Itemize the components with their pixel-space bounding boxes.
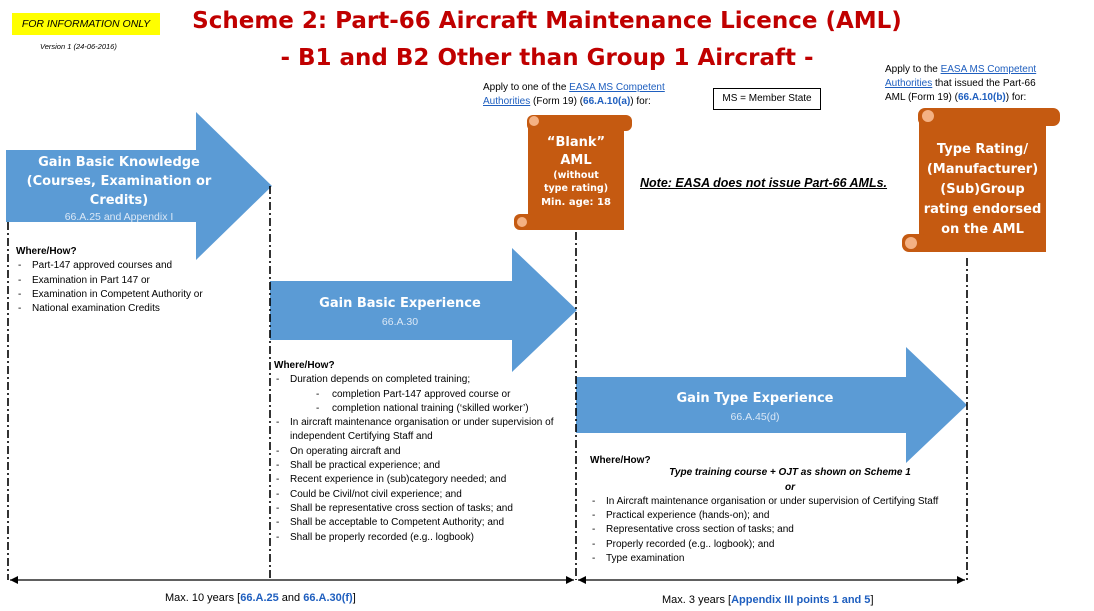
arrow-basic-knowledge <box>6 112 272 260</box>
list-item: In Aircraft maintenance organisation or … <box>590 495 960 510</box>
type-rating-text: Type Rating/ (Manufacturer) (Sub)Group r… <box>923 142 1042 237</box>
page-subtitle: - B1 and B2 Other than Group 1 Aircraft … <box>280 45 814 71</box>
easa-note: Note: EASA does not issue Part-66 AMLs. <box>640 176 888 190</box>
arrow-basic-experience <box>270 248 577 372</box>
arrow-type-experience-label: Gain Type Experience 66.A.45(d) <box>676 391 834 423</box>
where-how-basic-knowledge: Where/How? Part-147 approved courses and… <box>16 245 256 317</box>
list-item: In aircraft maintenance organisation or … <box>274 416 564 445</box>
easa-authorities-link[interactable]: EASA MS Competent Authorities <box>483 82 665 107</box>
ms-legend-box: MS = Member State <box>713 88 821 110</box>
list-item: Shall be practical experience; and <box>274 459 564 474</box>
arrow-basic-experience-label: Gain Basic Experience 66.A.30 <box>319 296 481 328</box>
list-item: Practical experience (hands-on); and <box>590 509 960 524</box>
list-item: Part-147 approved courses and <box>16 259 256 274</box>
page-title: Scheme 2: Part-66 Aircraft Maintenance L… <box>192 8 902 34</box>
list-item: Duration depends on completed training; <box>274 373 564 388</box>
apply-type-text: Apply to the EASA MS Competent Authoriti… <box>885 64 1037 103</box>
list-item: Shall be properly recorded (e.g.. logboo… <box>274 531 564 546</box>
list-item: Properly recorded (e.g.. logbook); and <box>590 538 960 553</box>
list-item: Examination in Part 147 or <box>16 274 256 289</box>
arrow-basic-knowledge-label: Gain Basic Knowledge (Courses, Examinati… <box>26 155 212 223</box>
info-only-badge: FOR INFORMATION ONLY <box>12 13 160 35</box>
max-10-years-label: Max. 10 years [66.A.25 and 66.A.30(f)] <box>165 592 356 604</box>
blank-aml-text: “Blank” AML (without type rating) Min. a… <box>541 135 611 208</box>
version-label: Version 1 (24-06-2016) <box>40 42 117 51</box>
easa-authorities-link-2[interactable]: EASA MS Competent Authorities <box>885 64 1037 89</box>
list-item: Shall be acceptable to Competent Authori… <box>274 516 564 531</box>
apply-blank-text: Apply to one of the EASA MS Competent Au… <box>483 82 665 107</box>
scroll-type-rating <box>902 108 1060 252</box>
max-3-years-label: Max. 3 years [Appendix III points 1 and … <box>662 594 874 606</box>
list-item: Recent experience in (sub)category neede… <box>274 473 564 488</box>
list-item: Type examination <box>590 552 960 567</box>
list-item: Representative cross section of tasks; a… <box>590 523 960 538</box>
list-item: Shall be representative cross section of… <box>274 502 564 517</box>
list-item: National examination Credits <box>16 302 256 317</box>
list-item: Examination in Competent Authority or <box>16 288 256 303</box>
where-how-basic-experience: Where/How? Duration depends on completed… <box>274 359 564 545</box>
list-item: completion national training (‘skilled w… <box>274 402 564 417</box>
list-item: On operating aircraft and <box>274 445 564 460</box>
arrow-type-experience <box>576 347 967 463</box>
scroll-blank-aml <box>514 115 632 230</box>
where-how-type-experience: Where/How? Type training course + OJT as… <box>590 454 960 567</box>
list-item: completion Part-147 approved course or <box>274 388 564 403</box>
list-item: Could be Civil/not civil experience; and <box>274 488 564 503</box>
